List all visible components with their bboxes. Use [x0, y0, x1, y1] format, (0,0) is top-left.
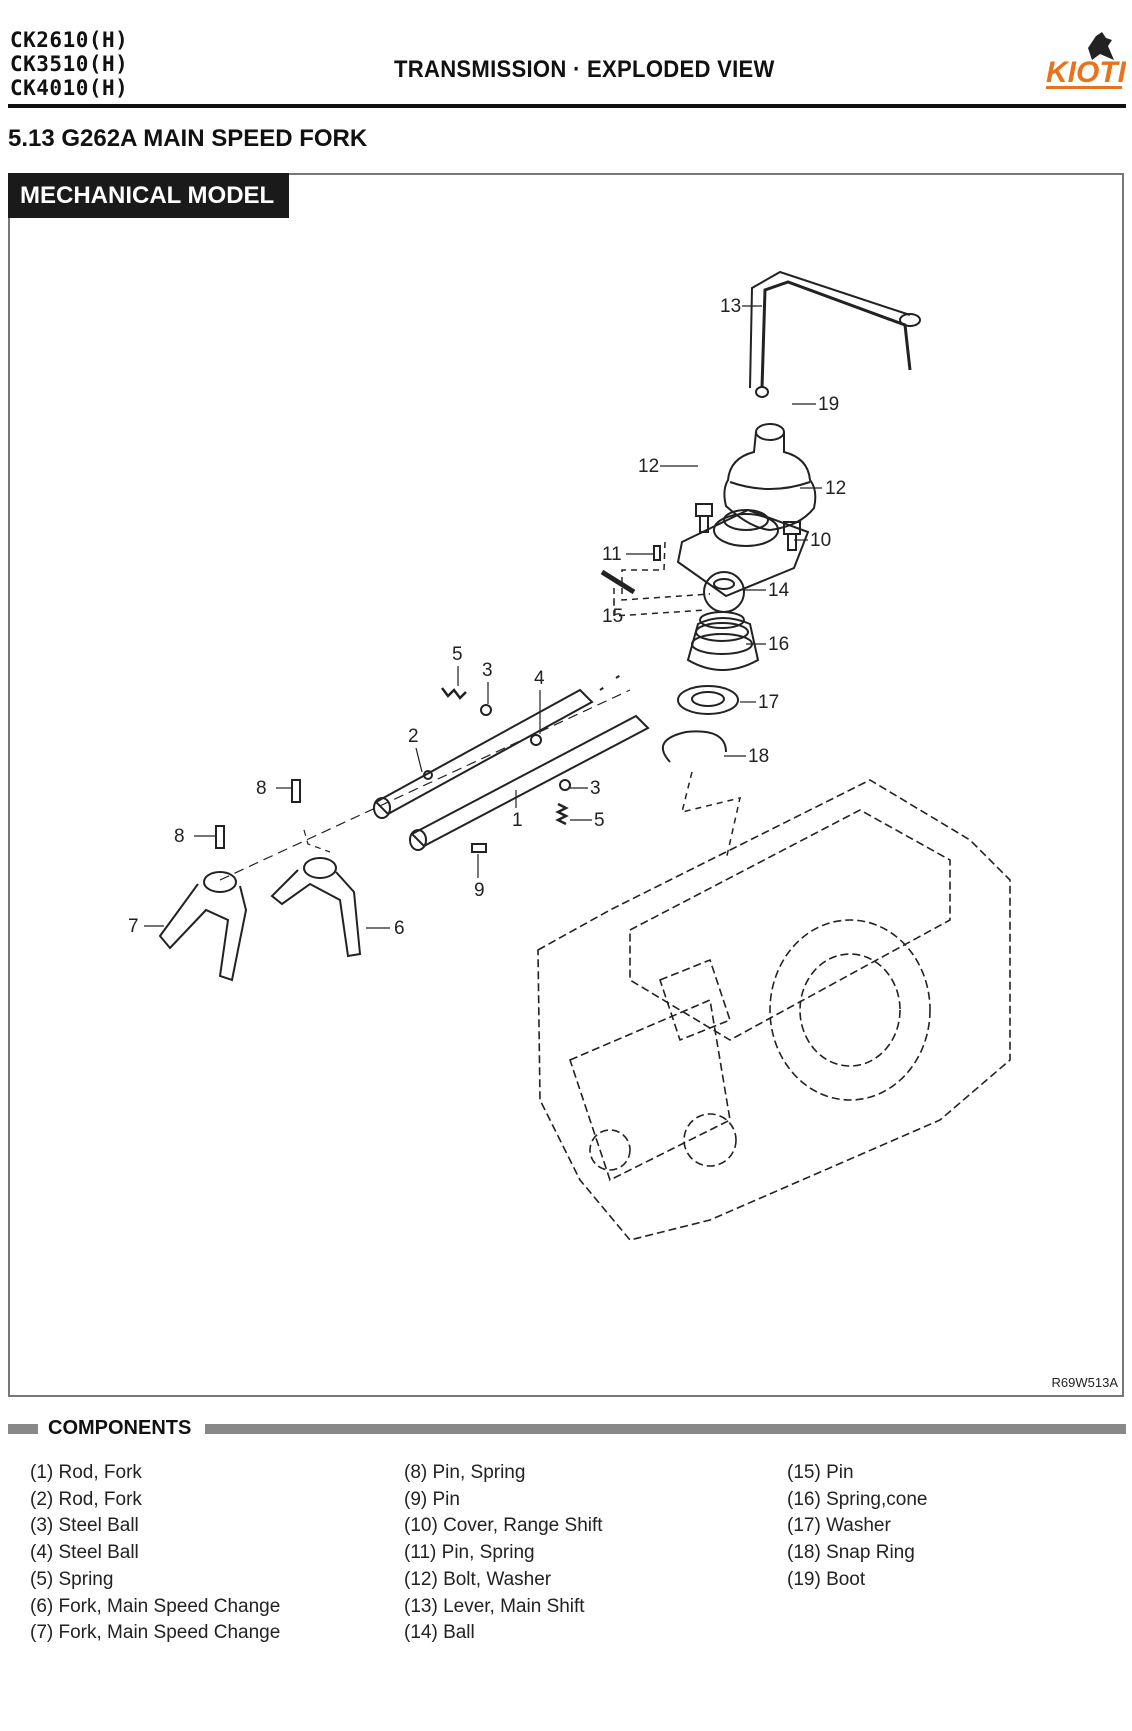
components-bar-left: [8, 1424, 38, 1434]
callout-9: 9: [474, 880, 485, 901]
callout-6: 6: [394, 918, 405, 939]
figure-code: R69W513A: [1051, 1375, 1118, 1390]
svg-text:KIOTI: KIOTI: [1046, 56, 1126, 89]
component-item: (4) Steel Ball: [30, 1542, 139, 1564]
components-column-1: (1) Rod, Fork (2) Rod, Fork (3) Steel Ba…: [30, 1460, 280, 1647]
figure-frame: [8, 173, 1124, 1397]
callout-2: 2: [408, 726, 419, 747]
components-column-2: (8) Pin, Spring (9) Pin (10) Cover, Rang…: [404, 1460, 603, 1647]
model-list: CK2610(H) CK3510(H) CK4010(H): [10, 28, 128, 100]
callout-3a: 3: [482, 660, 493, 681]
component-item: (1) Rod, Fork: [30, 1462, 142, 1483]
component-item: (14) Ball: [404, 1622, 475, 1644]
callout-8b: 8: [174, 826, 185, 847]
callout-18: 18: [748, 746, 769, 767]
callout-12b: 12: [825, 478, 846, 499]
transmission-case: [537, 779, 1011, 1241]
component-item: (10) Cover, Range Shift: [404, 1515, 603, 1537]
model-1: CK2610(H): [10, 28, 129, 52]
callout-10: 10: [810, 530, 831, 551]
callouts: 13 19 12 12 11 10 14 15 16 5 3 4 17 2 18…: [128, 296, 846, 939]
component-item: (6) Fork, Main Speed Change: [30, 1595, 281, 1617]
fork-7-part: [158, 871, 248, 982]
model-2: CK3510(H): [10, 52, 129, 76]
fork-rods: [373, 673, 650, 851]
callout-8a: 8: [256, 778, 267, 799]
callout-16: 16: [768, 634, 789, 655]
component-item: (19) Boot: [787, 1568, 866, 1590]
component-item: (18) Snap Ring: [787, 1542, 915, 1564]
model-3: CK4010(H): [10, 76, 129, 100]
component-item: (3) Steel Ball: [30, 1515, 139, 1537]
component-item: (16) Spring,cone: [787, 1488, 928, 1510]
component-item: (7) Fork, Main Speed Change: [30, 1622, 281, 1644]
components-bar-right: [205, 1424, 1126, 1434]
model-tab: MECHANICAL MODEL: [8, 173, 289, 218]
callout-5b: 5: [594, 810, 605, 831]
callout-7: 7: [128, 916, 139, 937]
callout-19: 19: [818, 394, 839, 415]
component-item: (17) Washer: [787, 1515, 891, 1537]
component-item: (8) Pin, Spring: [404, 1462, 526, 1483]
callout-5a: 5: [452, 644, 463, 665]
callout-1: 1: [512, 810, 523, 831]
spring-cone-part: [686, 611, 760, 671]
cover-part: [676, 508, 810, 598]
fork-6-part: [270, 857, 362, 958]
callout-17: 17: [758, 692, 779, 713]
component-item: (5) Spring: [30, 1568, 114, 1590]
component-item: (9) Pin: [404, 1488, 460, 1510]
component-item: (2) Rod, Fork: [30, 1488, 142, 1510]
exploded-view-drawing: 13 19 12 12 11 10 14 15 16 5 3 4 17 2 18…: [128, 270, 1011, 1241]
component-item: (13) Lever, Main Shift: [404, 1595, 585, 1617]
callout-4: 4: [534, 668, 545, 689]
callout-3b: 3: [590, 778, 601, 799]
component-item: (11) Pin, Spring: [404, 1542, 535, 1564]
callout-11: 11: [602, 544, 622, 565]
boot-part: [723, 423, 817, 532]
callout-13: 13: [720, 296, 741, 317]
callout-15: 15: [602, 606, 623, 627]
callout-14: 14: [768, 580, 790, 601]
components-title: COMPONENTS: [48, 1417, 192, 1439]
component-item: (12) Bolt, Washer: [404, 1568, 552, 1590]
components-column-3: (15) Pin (16) Spring,cone (17) Washer (1…: [787, 1460, 927, 1594]
component-item: (15) Pin: [787, 1462, 854, 1483]
lever-part: [760, 280, 912, 389]
kioti-logo: KIOTI: [1046, 32, 1126, 89]
section-title: 5.13 G262A MAIN SPEED FORK: [8, 125, 368, 152]
callout-12a: 12: [638, 456, 659, 477]
header-rule: [8, 104, 1126, 108]
document-title: TRANSMISSION · EXPLODED VIEW: [394, 56, 775, 83]
